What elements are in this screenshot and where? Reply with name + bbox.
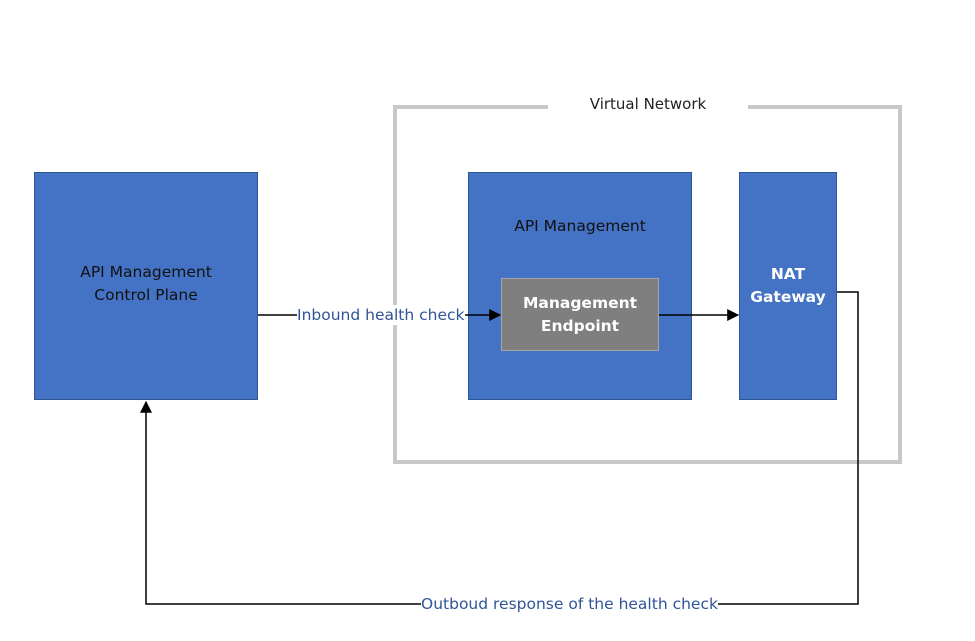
nat-gateway-label-line1: NAT bbox=[770, 265, 806, 283]
control-plane-label-line2: Control Plane bbox=[94, 286, 198, 304]
nat-gateway-label-line2: Gateway bbox=[750, 288, 826, 306]
nat-gateway-label: NAT Gateway bbox=[739, 263, 837, 309]
management-endpoint-label: Management Endpoint bbox=[505, 292, 655, 338]
management-endpoint-box: Management Endpoint bbox=[501, 278, 659, 351]
control-plane-box bbox=[34, 172, 258, 400]
nat-gateway-box bbox=[739, 172, 837, 400]
control-plane-label: API Management Control Plane bbox=[34, 261, 258, 307]
virtual-network-label: Virtual Network bbox=[548, 94, 748, 114]
outbound-edge-label: Outboud response of the health check bbox=[421, 594, 718, 614]
inbound-edge-label: Inbound health check bbox=[297, 305, 465, 325]
api-management-label: API Management bbox=[514, 217, 646, 235]
outbound-connector bbox=[140, 291, 859, 605]
control-plane-label-line1: API Management bbox=[80, 263, 212, 281]
management-endpoint-label-line1: Management bbox=[522, 293, 638, 312]
management-endpoint-label-line2: Endpoint bbox=[540, 316, 620, 335]
